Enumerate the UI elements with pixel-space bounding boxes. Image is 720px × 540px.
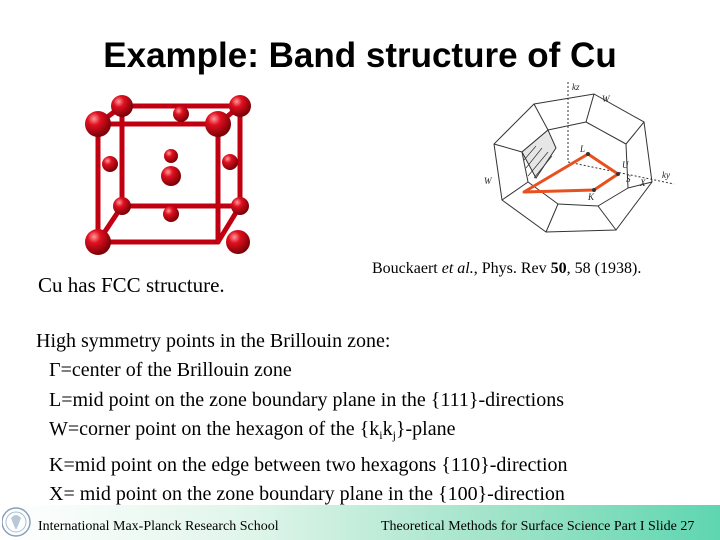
bz-label-l: L	[579, 144, 585, 154]
bz-label-k: K	[587, 192, 595, 202]
citation-volume: 50	[550, 260, 567, 277]
footer-bar	[0, 505, 720, 540]
symmetry-w-mid: k	[382, 418, 393, 441]
bz-label-w-top: W	[602, 94, 611, 104]
symmetry-intro: High symmetry points in the Brillouin zo…	[36, 330, 391, 352]
max-planck-seal-logo	[2, 507, 31, 537]
symmetry-points-text: High symmetry points in the Brillouin zo…	[36, 327, 568, 509]
symmetry-k: K=mid point on the edge between two hexa…	[49, 453, 568, 476]
footer-course-slide: Theoretical Methods for Surface Science …	[381, 519, 695, 534]
bz-label-kz: kz	[572, 82, 580, 92]
bz-label-x: X	[639, 178, 646, 188]
footer-school: International Max-Planck Research School	[38, 519, 279, 534]
symmetry-w: W=corner point on the hexagon of the {ki…	[36, 415, 568, 450]
fcc-caption: Cu has FCC structure.	[38, 273, 225, 297]
symmetry-x: X= mid point on the zone boundary plane …	[49, 483, 565, 506]
bz-label-ky: ky	[662, 170, 670, 180]
brillouin-zone-image: kz W W L U S X K ky	[484, 82, 675, 233]
citation-journal: , Phys. Rev	[473, 260, 551, 277]
citation: Bouckaert et al., Phys. Rev 50, 58 (1938…	[372, 260, 641, 278]
citation-etal: et al.	[441, 260, 474, 277]
citation-authors: Bouckaert	[372, 260, 438, 277]
symmetry-w-pre: W=corner point on the hexagon of the {k	[49, 418, 380, 441]
symmetry-w-post: }-plane	[395, 418, 456, 441]
bz-label-s: S	[626, 174, 631, 184]
fcc-unit-cell-image	[85, 95, 251, 255]
symmetry-w-sub-j: j	[392, 428, 396, 443]
symmetry-l: L=mid point on the zone boundary plane i…	[49, 388, 564, 411]
slide-title: Example: Band structure of Cu	[103, 36, 617, 75]
bz-label-u: U	[622, 160, 629, 170]
citation-rest: , 58 (1938).	[566, 260, 642, 277]
symmetry-gamma: Γ=center of the Brillouin zone	[49, 359, 292, 382]
symmetry-w-sub-i: i	[379, 428, 383, 443]
bz-label-w-left: W	[484, 176, 493, 186]
